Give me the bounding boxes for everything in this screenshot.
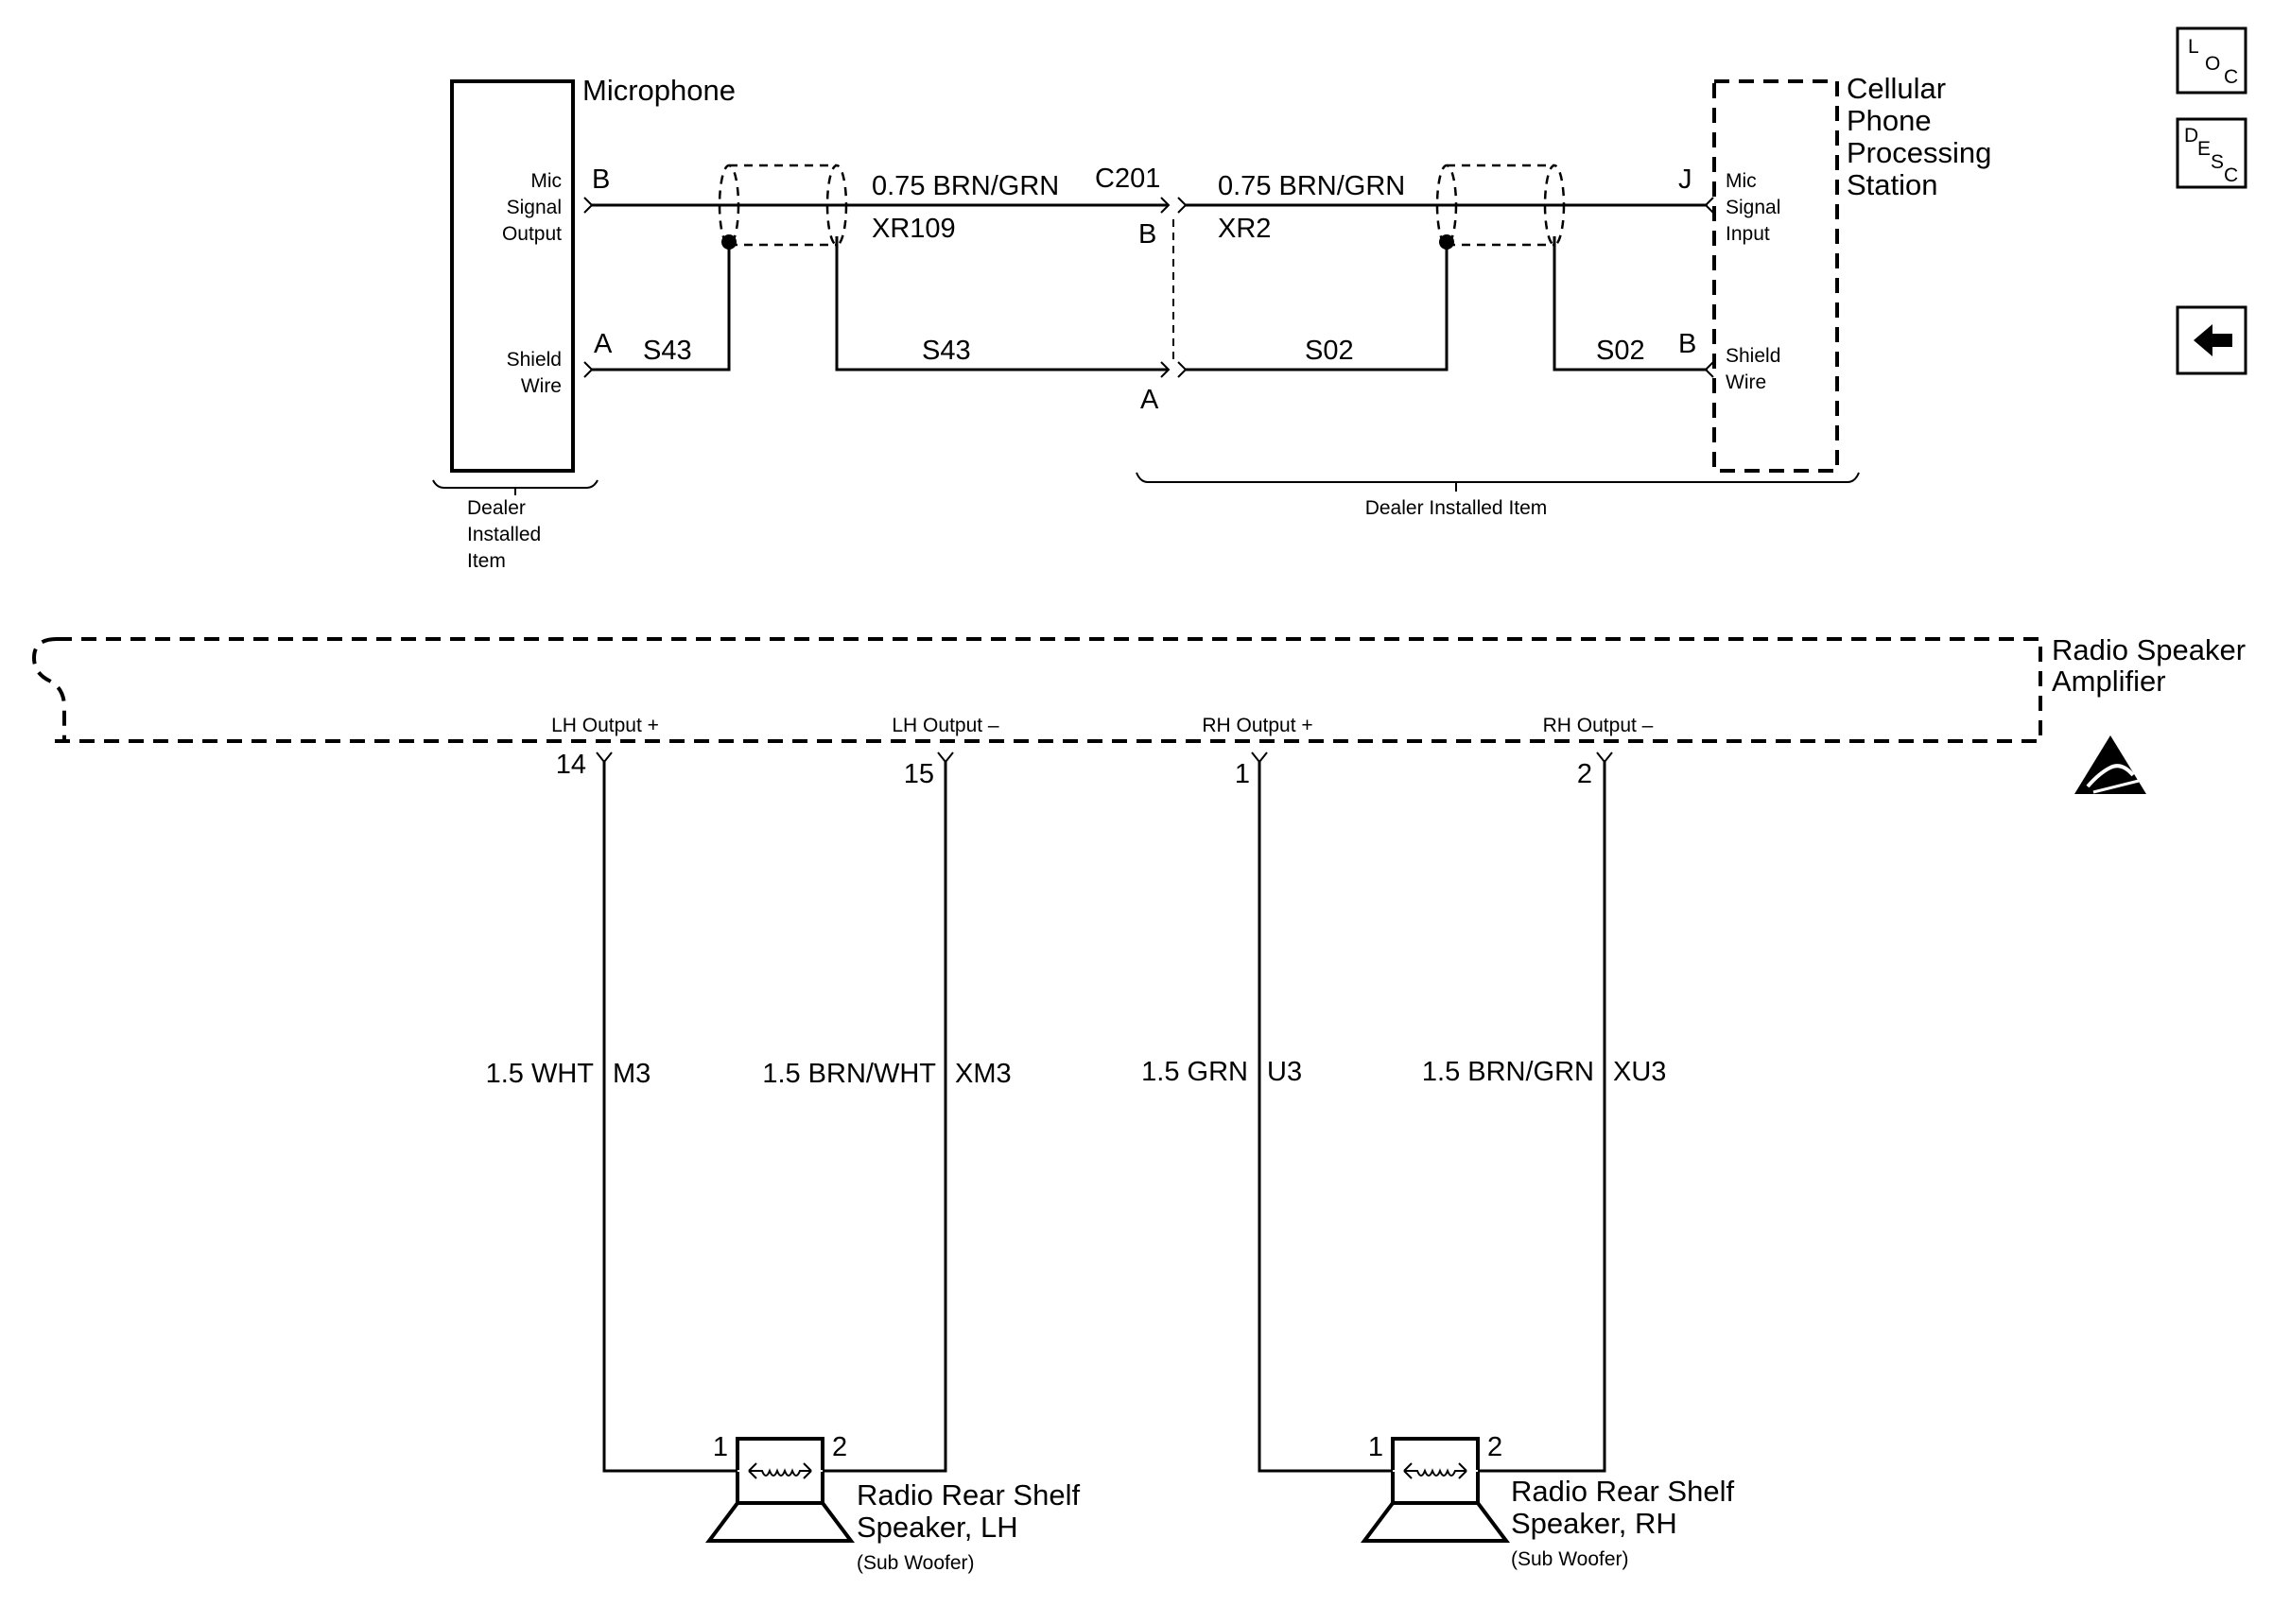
speaker-rh: 1 2 Radio Rear Shelf Speaker, RH (Sub Wo… — [1361, 1432, 1734, 1570]
cell-pin-j-label-1: Mic — [1726, 170, 1757, 192]
mic-pin-b-letter: B — [592, 164, 610, 195]
speaker-rh-sub: (Sub Woofer) — [1511, 1548, 1629, 1570]
speaker-rh-pin-1: 1 — [1368, 1432, 1383, 1462]
wire-xu3-circuit: XU3 — [1613, 1057, 1666, 1087]
amplifier-title-1: Radio Speaker — [2052, 633, 2246, 666]
back-button[interactable] — [2176, 305, 2247, 375]
cellular-station-component: Cellular Phone Processing Station J B Mi… — [1136, 72, 1991, 519]
wire-xm3 — [823, 762, 947, 1473]
mic-note-3: Item — [467, 550, 506, 572]
mic-note-2: Installed — [467, 524, 541, 545]
drain-label-3: S02 — [1305, 336, 1354, 366]
wire-u3-circuit: U3 — [1267, 1057, 1302, 1087]
right-signal-color: 0.75 BRN/GRN — [1218, 171, 1405, 201]
left-signal-circuit: XR109 — [872, 214, 956, 244]
mic-pin-a-label-2: Wire — [521, 375, 562, 397]
drain-label-1: S43 — [643, 336, 692, 366]
shield-right — [1435, 164, 1566, 247]
drain-wire-mic — [592, 242, 731, 371]
amp-output-label-1: LH Output + — [551, 715, 659, 736]
cell-pin-j-label-2: Signal — [1726, 197, 1780, 218]
cell-pin-b-letter: B — [1678, 329, 1696, 359]
amplifier-component: Radio Speaker Amplifier LH Output + LH O… — [31, 633, 2246, 794]
drain-label-2: S43 — [922, 336, 971, 366]
wire-m3-color: 1.5 WHT — [486, 1059, 595, 1089]
speaker-lh-name-2: Speaker, LH — [857, 1511, 1018, 1544]
desc-button[interactable]: D E S C — [2176, 117, 2247, 189]
mic-pin-b-label-3: Output — [502, 223, 562, 245]
drain-label-4: S02 — [1596, 336, 1645, 366]
speaker-lh-pin-2: 2 — [832, 1432, 847, 1462]
connector-pin-a: A — [1140, 385, 1159, 415]
mic-pin-a-letter: A — [594, 329, 613, 359]
cell-dealer-brace — [1136, 472, 1860, 483]
cellular-title-3: Processing — [1847, 136, 1991, 169]
connector-name: C201 — [1095, 164, 1160, 194]
back-arrow-icon — [2194, 324, 2232, 356]
wire-xu3-color: 1.5 BRN/GRN — [1422, 1057, 1594, 1087]
loc-letter-o: O — [2205, 53, 2220, 75]
cell-pin-b-label-1: Shield — [1726, 345, 1780, 367]
speaker-rh-pin-2: 2 — [1487, 1432, 1502, 1462]
wire-u3-color: 1.5 GRN — [1141, 1057, 1248, 1087]
left-signal-color: 0.75 BRN/GRN — [872, 171, 1059, 201]
amp-pin-2: 2 — [1577, 759, 1592, 789]
amp-pin-1: 1 — [1235, 759, 1250, 789]
mic-pin-a-label-1: Shield — [507, 349, 562, 371]
speaker-rh-name-1: Radio Rear Shelf — [1511, 1475, 1734, 1508]
speaker-wiring: 1.5 WHT M3 1.5 BRN/WHT XM3 1.5 GRN U3 1.… — [486, 762, 1666, 1473]
esd-warning-icon — [2074, 735, 2146, 794]
amp-output-label-2: LH Output – — [892, 715, 999, 736]
mic-dealer-brace — [432, 479, 599, 489]
speaker-lh-sub: (Sub Woofer) — [857, 1552, 975, 1574]
desc-letter-d: D — [2184, 125, 2198, 147]
amp-pin-15: 15 — [904, 759, 934, 789]
amp-output-label-3: RH Output + — [1202, 715, 1312, 736]
drain-wire-right — [1186, 242, 1449, 371]
wire-xu3 — [1478, 762, 1606, 1473]
right-signal-circuit: XR2 — [1218, 214, 1271, 244]
loc-letter-c: C — [2224, 66, 2238, 88]
speaker-lh-pin-1: 1 — [713, 1432, 728, 1462]
cell-pin-b-label-2: Wire — [1726, 371, 1766, 393]
cell-note: Dealer Installed Item — [1365, 497, 1548, 519]
wire-xm3-circuit: XM3 — [955, 1059, 1012, 1089]
loc-button[interactable]: L O C — [2176, 26, 2247, 95]
cellular-title-4: Station — [1847, 168, 1938, 201]
shield-left — [718, 164, 848, 247]
connector-pin-b: B — [1138, 219, 1156, 250]
speaker-rh-name-2: Speaker, RH — [1511, 1507, 1677, 1540]
amplifier-title-2: Amplifier — [2052, 665, 2166, 698]
desc-letter-s: S — [2211, 151, 2224, 173]
speaker-lh-name-1: Radio Rear Shelf — [857, 1478, 1080, 1512]
cell-pin-j-letter: J — [1678, 164, 1692, 195]
amp-pin-14: 14 — [556, 750, 586, 780]
drain-wire-left — [835, 236, 1169, 371]
cellular-title-1: Cellular — [1847, 72, 1946, 105]
drain-wire-station — [1553, 236, 1708, 371]
microphone-title: Microphone — [582, 74, 736, 107]
mic-note-1: Dealer — [467, 497, 526, 519]
loc-letter-l: L — [2188, 36, 2199, 58]
speaker-lh: 1 2 Radio Rear Shelf Speaker, LH (Sub Wo… — [705, 1432, 1080, 1574]
wire-u3 — [1258, 762, 1393, 1473]
speaker-lh-icon — [705, 1437, 855, 1543]
top-wiring: 0.75 BRN/GRN XR109 C201 B A 0.75 BRN/GRN… — [592, 164, 1714, 415]
speaker-rh-icon — [1361, 1437, 1510, 1543]
wire-m3 — [602, 762, 737, 1473]
mic-pin-b-label-1: Mic — [530, 170, 562, 192]
mic-pin-b-label-2: Signal — [507, 197, 562, 218]
amp-output-label-4: RH Output – — [1543, 715, 1654, 736]
desc-letter-c: C — [2224, 164, 2238, 186]
cellular-title-2: Phone — [1847, 104, 1932, 137]
cell-pin-j-label-3: Input — [1726, 223, 1770, 245]
wire-xm3-color: 1.5 BRN/WHT — [762, 1059, 936, 1089]
microphone-component: Microphone Mic Signal Output Shield Wire… — [432, 74, 736, 572]
desc-letter-e: E — [2197, 138, 2211, 160]
wire-m3-circuit: M3 — [613, 1059, 651, 1089]
